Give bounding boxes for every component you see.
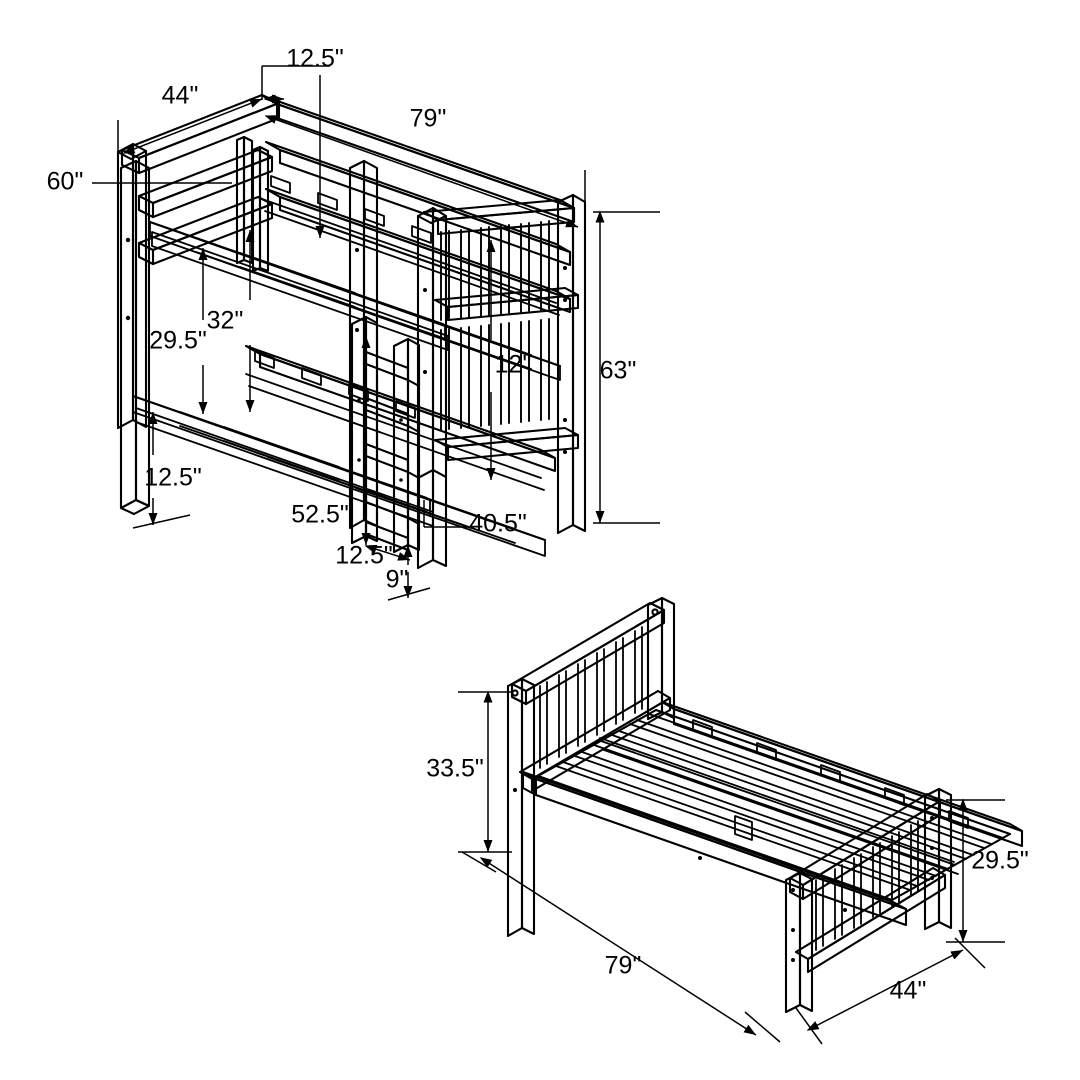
bunk-right-upper-panel [433, 220, 580, 322]
dim-label-lower-deck-height: 29.5" [149, 327, 207, 355]
twin-near-side-rail [521, 770, 908, 927]
bunk-lower-left-foot [119, 498, 151, 516]
twin-slat-platform [536, 708, 1012, 902]
twin-headboard-slats [539, 626, 643, 769]
dim-label-end-panel-width: 40.5" [469, 510, 527, 538]
twin-far-side-rail [660, 700, 1024, 848]
dim-label-footboard-height: 29.5" [971, 847, 1029, 875]
twin-headboard-top-rail [510, 601, 666, 706]
bunk-dimension-lines [92, 65, 660, 601]
dim-label-ladder-bottom-offset: 12.5" [335, 542, 393, 570]
dim-label-overall-height: 63" [600, 357, 637, 385]
dim-label-overall-length: 79" [410, 105, 447, 133]
dim-label-end-panel-gap: 12" [495, 351, 532, 379]
dim-label-floor-clearance: 12.5" [144, 464, 202, 492]
dim-label-ladder-height: 52.5" [291, 501, 349, 529]
dim-label-top-rail-offset: 12.5" [286, 45, 344, 73]
dimension-labels: 44" 12.5" 79" 60" 32" 29.5" 63" 12" 12.5… [47, 45, 1029, 1005]
twin-dimension-lines [458, 690, 1005, 1045]
dim-label-headboard-height: 33.5" [426, 755, 484, 783]
twin-footboard-top-rail [788, 792, 942, 901]
dim-label-bed-width: 44" [890, 977, 927, 1005]
dim-label-bed-length: 79" [605, 952, 642, 980]
twin-footboard-slats [815, 820, 919, 951]
dim-label-ladder-ground-gap: 9" [386, 566, 409, 594]
bunk-upper-slat-platform [148, 175, 562, 381]
dim-label-top-width: 44" [162, 82, 199, 110]
twin-bed-figure [506, 596, 1024, 1014]
dim-label-guard-rail-height: 60" [47, 168, 84, 196]
dim-label-upper-clearance: 32" [207, 307, 244, 335]
